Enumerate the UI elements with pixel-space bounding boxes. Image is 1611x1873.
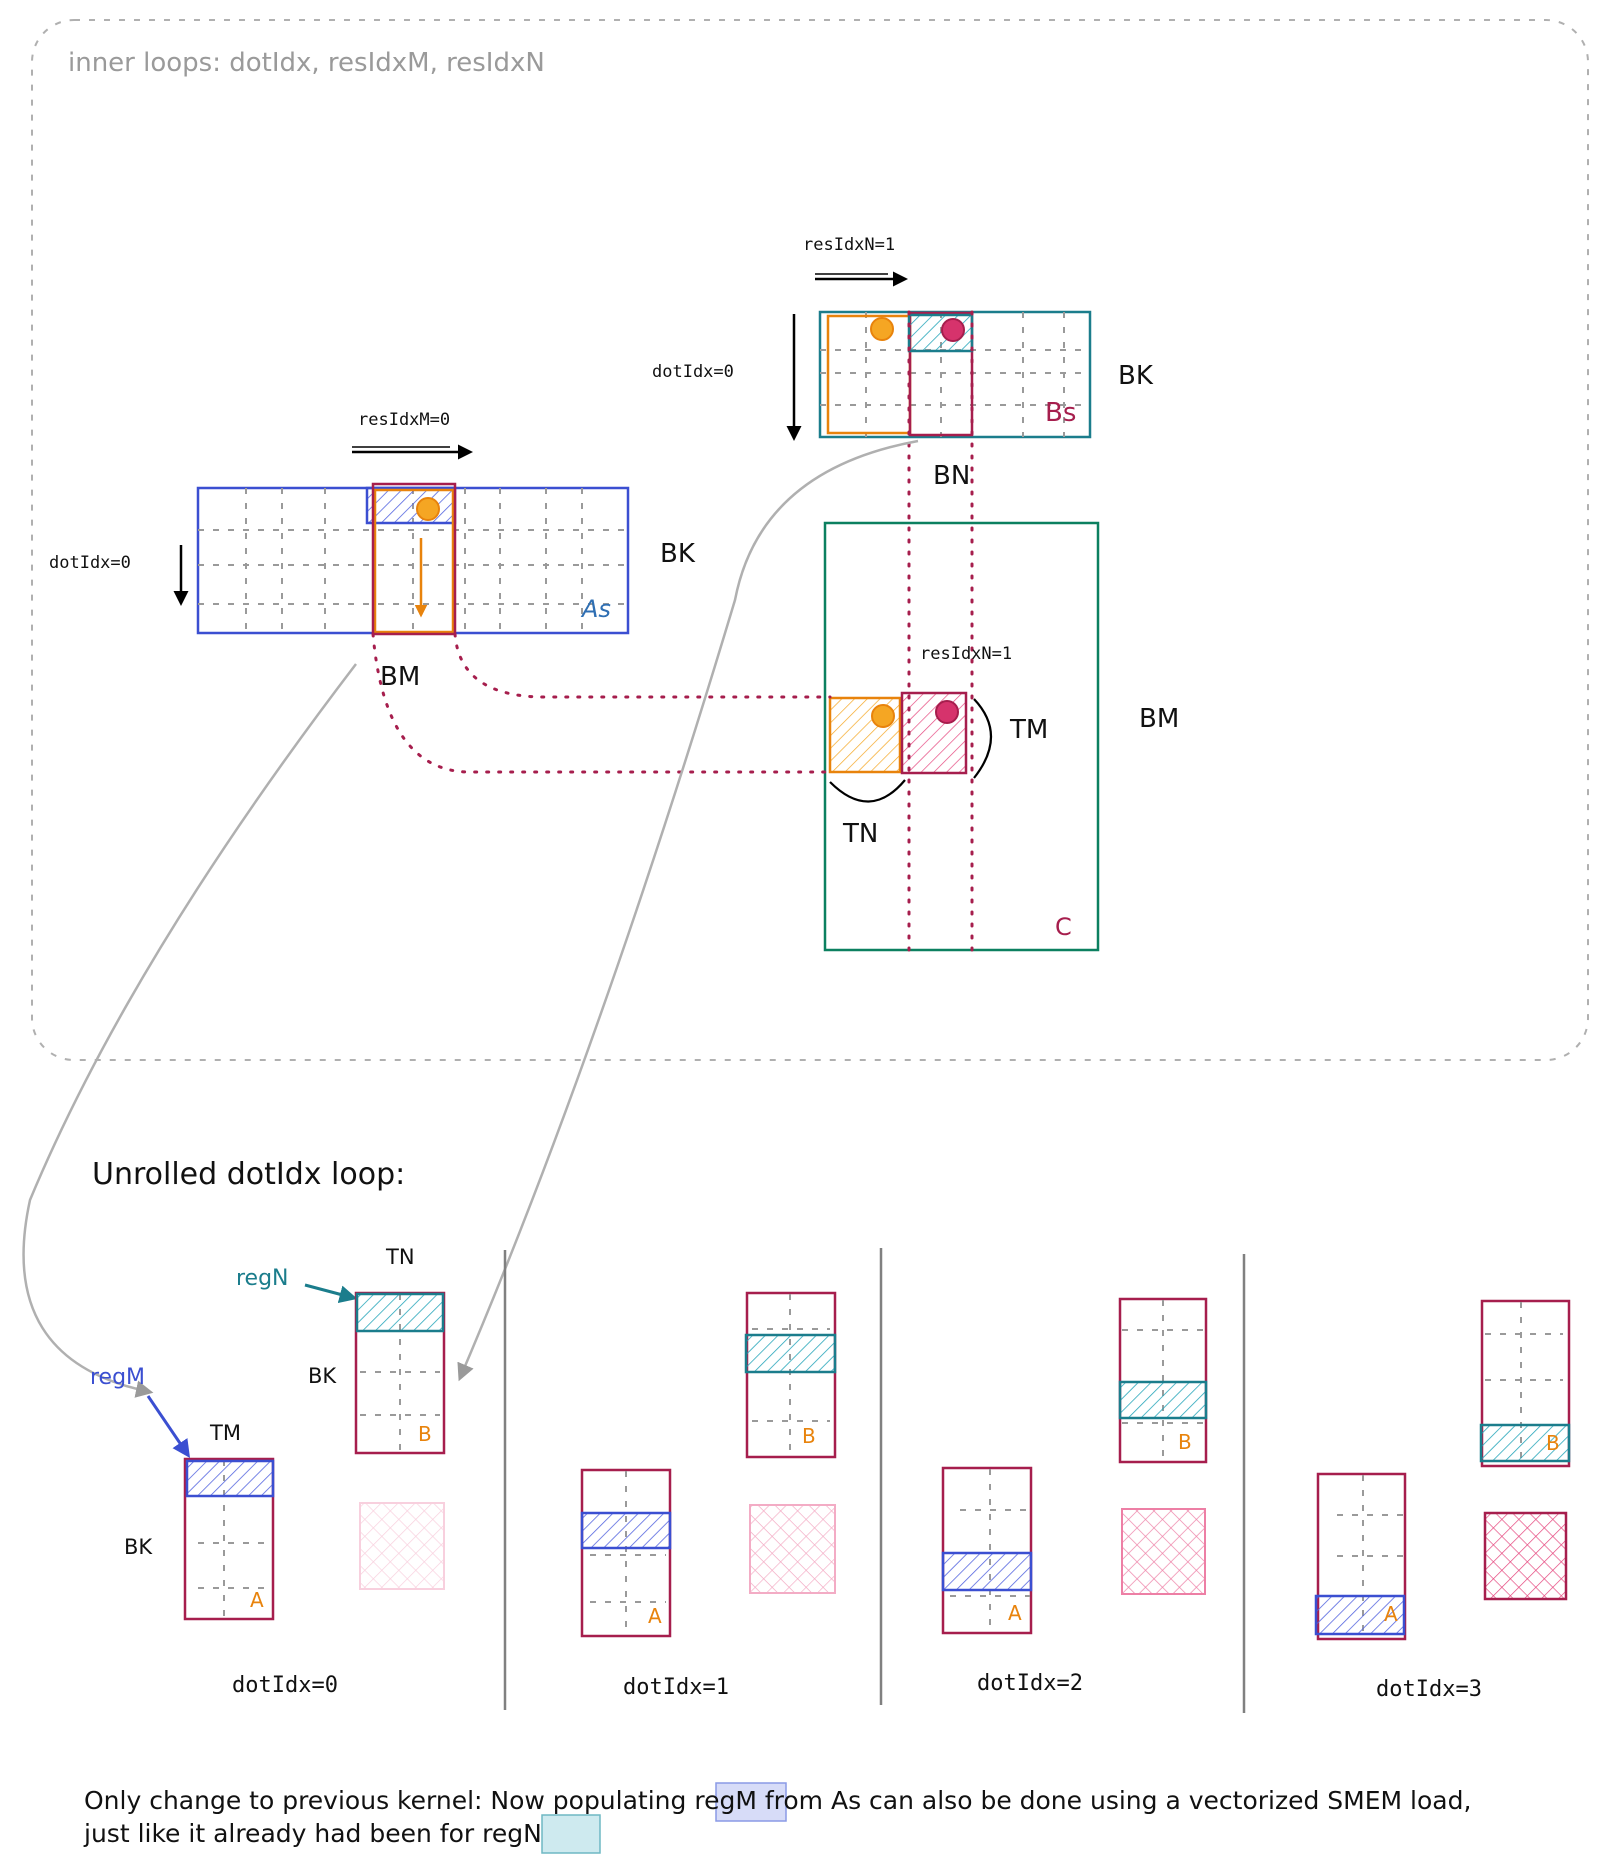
step2-a-name: A [1008, 1601, 1022, 1625]
a-tm-label: TM [210, 1421, 241, 1445]
unrolled-title: Unrolled dotIdx loop: [92, 1157, 406, 1192]
footer-regM-highlight [715, 1782, 787, 1822]
c-tn-label: TN [843, 819, 879, 849]
step-1 [580, 1291, 837, 1638]
footer-line-1: Only change to previous kernel: Now popu… [84, 1788, 1471, 1813]
b-tn-label: TN [386, 1245, 415, 1269]
step-2 [941, 1297, 1208, 1635]
step0-label: dotIdx=0 [232, 1673, 338, 1698]
c-matrix [823, 521, 1100, 952]
regN-pointer [304, 1283, 358, 1304]
step1-b-name: B [802, 1424, 816, 1448]
bs-resIdxN-label: resIdxN=1 [803, 235, 896, 255]
step3-a-name: A [1384, 1602, 1398, 1626]
footer-line-2: just like it already had been for regN [84, 1821, 542, 1846]
as-dotIdx-label: dotIdx=0 [49, 553, 131, 573]
c-resIdxN-label: resIdxN=1 [920, 644, 1013, 664]
b-bk-label: BK [308, 1364, 337, 1388]
step2-b-name: B [1178, 1430, 1192, 1454]
bs-name: Bs [1045, 398, 1077, 428]
step3-b-name: B [1546, 1431, 1560, 1455]
footer-regM: regM [694, 1786, 757, 1815]
bs-bk-label: BK [1118, 361, 1153, 391]
step-0 [183, 1291, 446, 1621]
as-matrix [196, 482, 630, 636]
as-bm-label: BM [380, 662, 421, 692]
step2-label: dotIdx=2 [977, 1671, 1083, 1696]
footer-text-2a: just like it already had been for [84, 1819, 475, 1848]
as-name: As [582, 595, 611, 623]
regN-label: regN [236, 1266, 289, 1291]
frame-title: inner loops: dotIdx, resIdxM, resIdxN [68, 48, 545, 78]
step3-label: dotIdx=3 [1376, 1677, 1482, 1702]
as-to-a-arrow [22, 663, 357, 1398]
step1-label: dotIdx=1 [623, 1675, 729, 1700]
c-name: C [1055, 913, 1072, 941]
bs-matrix [818, 310, 1092, 439]
footer-text-1a: Only change to previous kernel: Now popu… [84, 1786, 687, 1815]
regM-label: regM [90, 1365, 146, 1390]
as-bk-label: BK [660, 539, 695, 569]
footer-regN: regN [482, 1819, 542, 1848]
inner-loops-frame [31, 19, 1589, 1061]
bs-dotIdx-label: dotIdx=0 [652, 362, 734, 382]
a-bk-label: BK [124, 1535, 153, 1559]
footer-text-1b: from As can also be done using a vectori… [764, 1786, 1472, 1815]
c-bm-label: BM [1139, 704, 1180, 734]
regM-pointer [146, 1395, 191, 1458]
footer-regN-highlight [541, 1814, 601, 1854]
step-3 [1314, 1299, 1571, 1641]
step1-a-name: A [648, 1604, 662, 1628]
bs-bn-label: BN [933, 461, 971, 491]
as-resIdxM-label: resIdxM=0 [358, 410, 451, 430]
c-tm-label: TM [1010, 715, 1049, 745]
step0-b-name: B [418, 1422, 432, 1446]
bs-to-b-arrow [457, 439, 919, 1382]
step0-a-name: A [250, 1588, 264, 1612]
